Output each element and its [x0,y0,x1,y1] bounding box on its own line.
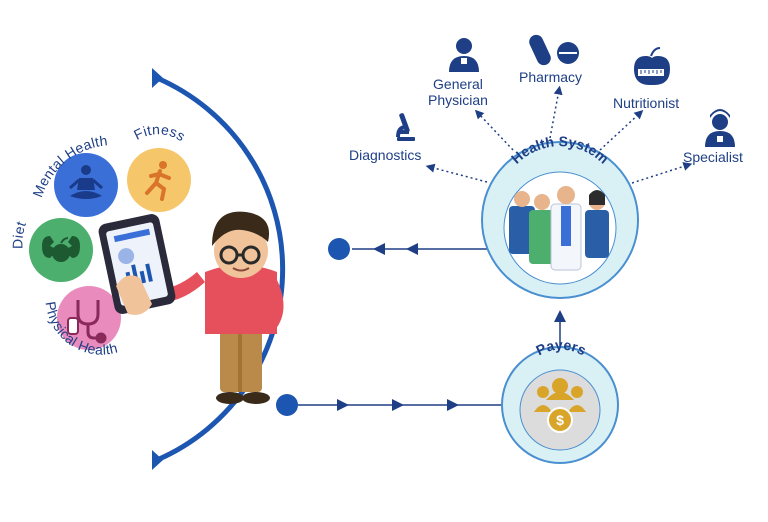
service-diagnostics-label: Diagnostics [349,147,422,163]
payers-hub: Payers $ [501,337,619,464]
connector-to-diagnostics [425,163,488,183]
arrow-head [373,243,385,255]
service-pharmacy-label: Pharmacy [519,69,583,85]
hand [116,275,152,315]
arrow-head [554,310,566,322]
mental-health-circle [54,153,118,217]
connector-to-pharmacy [549,85,563,139]
svg-text:Diet: Diet [9,219,29,249]
runner-icon [145,161,171,201]
svg-text:Fitness: Fitness [131,121,188,144]
connector-to-specialist [631,162,693,184]
diet-label: Diet [9,219,28,249]
meditation-icon [69,165,103,199]
arc-end-top [152,68,163,88]
payers-icon: $ [534,378,586,433]
pill-icon [529,34,579,66]
svg-text:Payers: Payers [533,337,589,359]
stethoscope-icon [67,300,107,344]
arc-node-upper [328,238,350,260]
nurse-icon [705,109,735,147]
person-illustration [98,211,284,404]
connector-to-nutritionist [599,109,644,151]
arc-node-lower [276,394,298,416]
physical-health-circle [57,286,121,350]
health-system-hub: Health System [481,133,639,299]
arrow-head [337,399,349,411]
apple-scale-icon [634,47,670,85]
diet-circle [29,218,93,282]
arrow-head [392,399,404,411]
medical-team-illustration [509,186,609,271]
fitness-circle [127,148,191,212]
arrow-head [406,243,418,255]
connector-to-general-physician [474,109,514,151]
service-specialist-label: Specialist [683,149,743,165]
service-nutritionist-label: Nutritionist [613,95,680,111]
payers-label: Payers [533,337,589,359]
service-general-physician-label: General Physician [428,76,488,108]
journey-arc [156,75,286,463]
svg-text:$: $ [556,412,564,428]
microscope-icon [396,113,415,141]
doctor-icon [449,38,479,72]
fitness-label: Fitness [131,121,188,144]
arc-end-bottom [152,450,163,470]
arrow-head [447,399,459,411]
head [214,224,268,278]
shirt [205,265,277,334]
muscle-apple-icon [42,236,80,262]
hair [212,211,270,246]
